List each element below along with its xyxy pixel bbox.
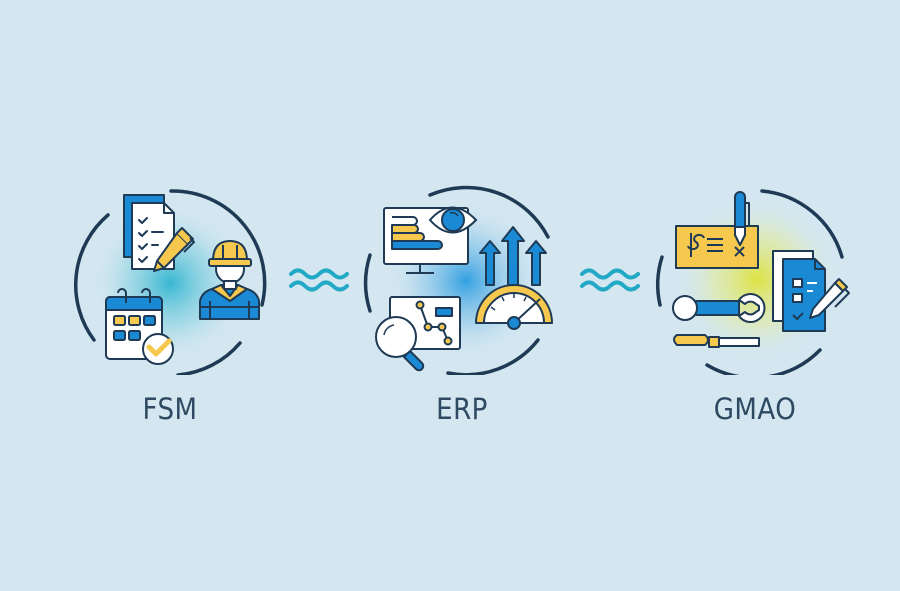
checklist-form-pencil-icon xyxy=(772,250,826,332)
fsm-illustration xyxy=(74,189,267,375)
ring-arcs xyxy=(363,185,550,375)
wave-connector-icon xyxy=(580,268,640,292)
cheque-pen-icon xyxy=(675,191,759,269)
eye-icon xyxy=(428,206,478,234)
gmao-node xyxy=(645,175,865,375)
erp-label: ERP xyxy=(436,392,488,426)
ring-arcs xyxy=(655,189,844,375)
magnifier-graph-icon xyxy=(375,296,461,372)
wave-connector-icon xyxy=(289,268,349,292)
gmao-illustration xyxy=(655,189,850,375)
calendar-check-icon xyxy=(105,288,174,365)
screwdriver-icon xyxy=(673,334,760,348)
erp-node xyxy=(358,175,578,375)
pencil-icon xyxy=(153,227,195,272)
speedometer-growth-arrows-icon xyxy=(475,226,553,330)
erp-illustration xyxy=(363,185,553,375)
pencil-icon xyxy=(809,278,850,319)
wrench-icon xyxy=(672,293,766,323)
ring-arcs xyxy=(74,189,267,375)
fsm-label: FSM xyxy=(142,392,198,426)
fsm-node xyxy=(60,175,280,375)
gmao-label: GMAO xyxy=(713,392,797,426)
worker-hardhat-icon xyxy=(199,240,260,320)
